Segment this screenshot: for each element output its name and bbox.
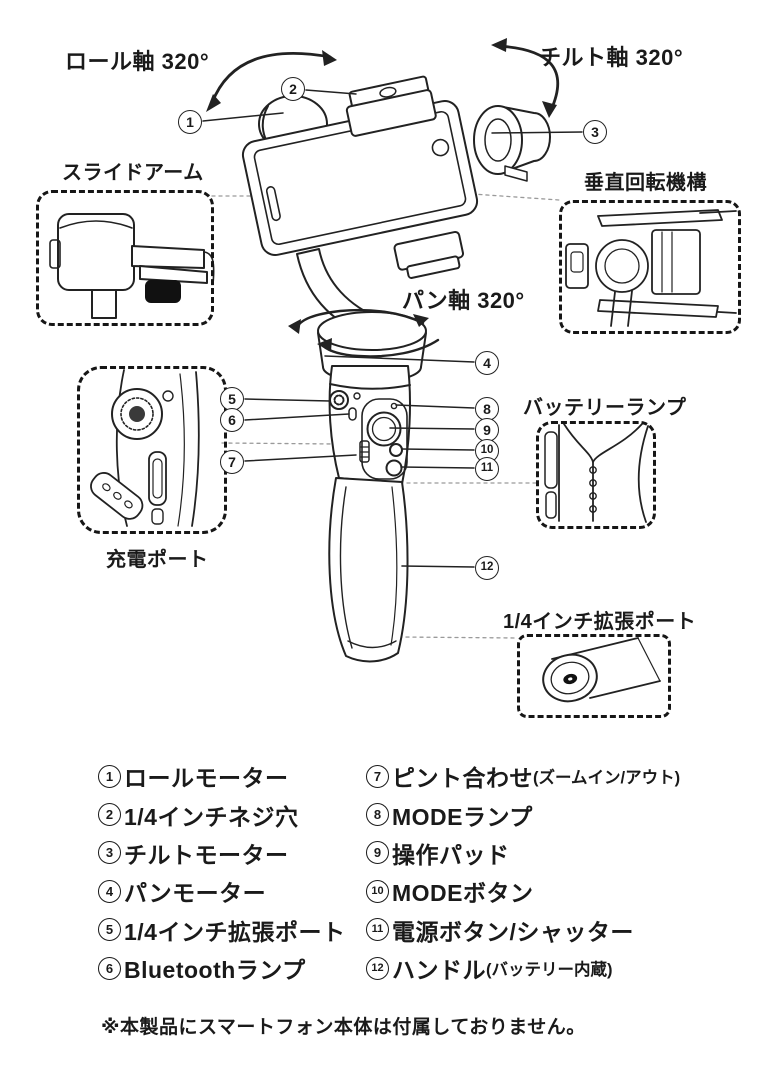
legend-label: ロールモーター	[124, 765, 289, 792]
legend-item-roll-motor: 1 ロールモーター	[98, 757, 345, 795]
pan-axis-label: パン軸 320°	[402, 288, 525, 313]
legend-number-badge: 8	[366, 803, 389, 827]
legend-item-focus: 7 ピント合わせ (ズームイン/アウト)	[366, 757, 680, 795]
roll-axis-label: ロール軸 320°	[65, 49, 210, 74]
callout-8-mode-lamp: 8	[475, 397, 499, 421]
legend-label: ハンドル	[392, 957, 486, 984]
callout-2-screw-hole: 2	[281, 77, 305, 101]
callout-1-roll-motor: 1	[178, 110, 202, 134]
pan-motor-drawing	[317, 311, 427, 383]
legend-label: MODEボタン	[392, 880, 534, 907]
legend-number-badge: 4	[98, 879, 121, 903]
legend-label: 1/4インチネジ穴	[124, 803, 299, 830]
tilt-axis-label: チルト軸 320°	[539, 45, 684, 70]
legend-number-badge: 9	[366, 841, 389, 865]
charging-port-label: 充電ポート	[106, 549, 209, 571]
callout-7-focus: 7	[220, 450, 244, 474]
control-head-drawing	[328, 365, 411, 485]
battery-lamp-inset-box	[536, 421, 656, 529]
legend-item-mode-button: 10 MODEボタン	[366, 872, 680, 910]
legend-label: MODEランプ	[392, 803, 533, 830]
tilt-motor-drawing	[473, 105, 551, 182]
battery-lamp-label: バッテリーランプ	[523, 397, 687, 419]
handle-drawing	[328, 477, 409, 663]
callout-11-power-button: 11	[475, 457, 499, 481]
callout-6-bluetooth-lamp: 6	[220, 408, 244, 432]
legend-label: チルトモーター	[124, 841, 289, 868]
legend-number-badge: 3	[98, 841, 121, 865]
legend-suffix: (ズームイン/アウト)	[533, 769, 681, 788]
expansion-port-label: 1/4インチ拡張ポート	[503, 611, 697, 633]
legend-label: 電源ボタン/シャッター	[392, 918, 634, 945]
expansion-port-inset-box	[517, 634, 671, 718]
slide-arm-inset-drawing	[49, 213, 215, 319]
slide-arm-label: スライドアーム	[62, 162, 204, 184]
smartphone-drawing	[241, 100, 479, 256]
legend-label: 操作パッド	[392, 841, 510, 868]
callout-12-handle: 12	[475, 556, 499, 580]
expansion-port-inset-drawing	[542, 637, 661, 703]
legend-item-screw-hole: 2 1/4インチネジ穴	[98, 795, 345, 833]
legend-item-handle: 12 ハンドル (バッテリー内蔵)	[366, 949, 680, 987]
legend-label: ピント合わせ	[392, 765, 533, 792]
callout-3-tilt-motor: 3	[583, 120, 607, 144]
legend-label: Bluetoothランプ	[124, 957, 306, 984]
legend-column-right: 7 ピント合わせ (ズームイン/アウト) 8 MODEランプ 9 操作パッド 1…	[366, 757, 680, 987]
footnote: ※本製品にスマートフォン本体は付属しておりません。	[101, 1017, 586, 1038]
top-clamp-drawing	[345, 75, 437, 137]
legend-item-control-pad: 9 操作パッド	[366, 834, 680, 872]
callout-5-expansion-port: 5	[220, 387, 244, 411]
legend-label: パンモーター	[124, 880, 267, 907]
legend-item-bluetooth-lamp: 6 Bluetoothランプ	[98, 949, 345, 987]
vertical-rotation-label: 垂直回転機構	[584, 172, 707, 194]
legend-suffix: (バッテリー内蔵)	[486, 961, 613, 980]
pan-axis-arrows	[288, 308, 440, 358]
legend-item-tilt-motor: 3 チルトモーター	[98, 834, 345, 872]
slide-arm-inset-box	[36, 190, 214, 326]
callout-4-pan-motor: 4	[475, 351, 499, 375]
legend-number-badge: 1	[98, 764, 121, 788]
tilt-axis-arrow	[491, 38, 560, 118]
legend-item-power-button: 11 電源ボタン/シャッター	[366, 911, 680, 949]
legend-number-badge: 2	[98, 803, 121, 827]
legend-number-badge: 12	[366, 956, 389, 980]
callout-leader-lines	[202, 89, 583, 568]
vertical-rotation-inset-box	[559, 200, 741, 334]
legend-label: 1/4インチ拡張ポート	[124, 918, 346, 945]
legend-number-badge: 11	[366, 918, 389, 942]
charging-port-inset-box	[77, 366, 227, 534]
legend-number-badge: 5	[98, 918, 121, 942]
roll-axis-arrow	[206, 50, 337, 112]
charging-port-inset-drawing	[90, 369, 200, 527]
legend-item-mode-lamp: 8 MODEランプ	[366, 795, 680, 833]
legend-number-badge: 10	[366, 879, 389, 903]
callout-9-control-pad: 9	[475, 418, 499, 442]
legend-number-badge: 7	[366, 764, 389, 788]
legend-item-expansion-port: 5 1/4インチ拡張ポート	[98, 911, 345, 949]
legend-column-left: 1 ロールモーター 2 1/4インチネジ穴 3 チルトモーター 4 パンモーター…	[98, 757, 345, 987]
bottom-clamp-drawing	[393, 230, 465, 279]
legend-number-badge: 6	[98, 956, 121, 980]
vertical-rotation-inset-drawing	[565, 209, 737, 327]
legend-item-pan-motor: 4 パンモーター	[98, 872, 345, 910]
